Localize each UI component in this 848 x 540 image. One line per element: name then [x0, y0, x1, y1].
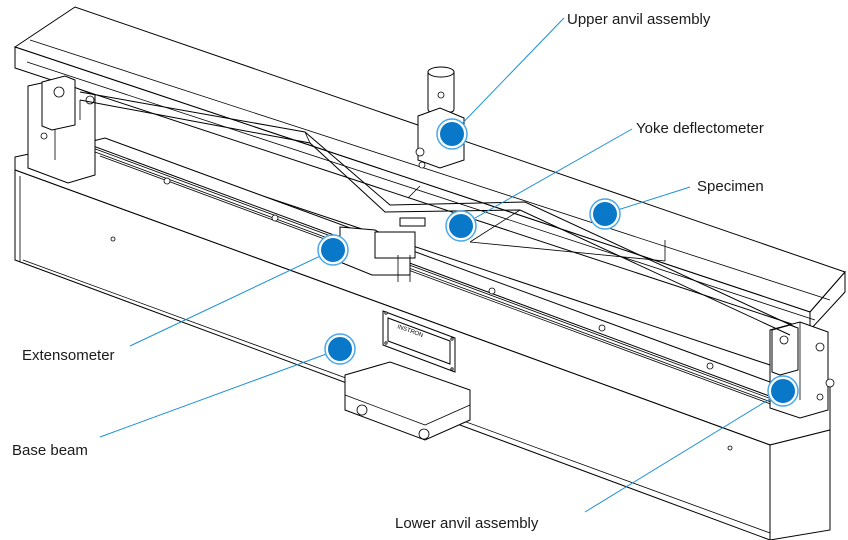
label-yoke-deflectometer: Yoke deflectometer: [636, 120, 764, 137]
marker-specimen: [589, 198, 621, 230]
callout-markers: [317, 118, 799, 407]
base-beam-drawing: INSTRON: [14, 137, 831, 540]
leader-lines: [99, 17, 784, 513]
marker-lower-anvil: [767, 375, 799, 407]
label-extensometer: Extensometer: [22, 347, 115, 364]
label-upper-anvil-assembly: Upper anvil assembly: [567, 11, 711, 28]
label-lower-anvil-assembly: Lower anvil assembly: [395, 515, 539, 532]
marker-base-beam: [324, 333, 356, 365]
anvil-posts-drawing: [27, 75, 835, 419]
marker-yoke-deflectometer: [445, 210, 477, 242]
marker-extensometer: [317, 234, 349, 266]
upper-anvil-drawing: [415, 66, 465, 169]
label-base-beam: Base beam: [12, 442, 88, 459]
yoke-frame-drawing: [79, 91, 796, 336]
label-specimen: Specimen: [697, 178, 764, 195]
callout-labels: Upper anvil assembly Yoke deflectometer …: [12, 11, 764, 532]
marker-upper-anvil: [436, 118, 468, 150]
